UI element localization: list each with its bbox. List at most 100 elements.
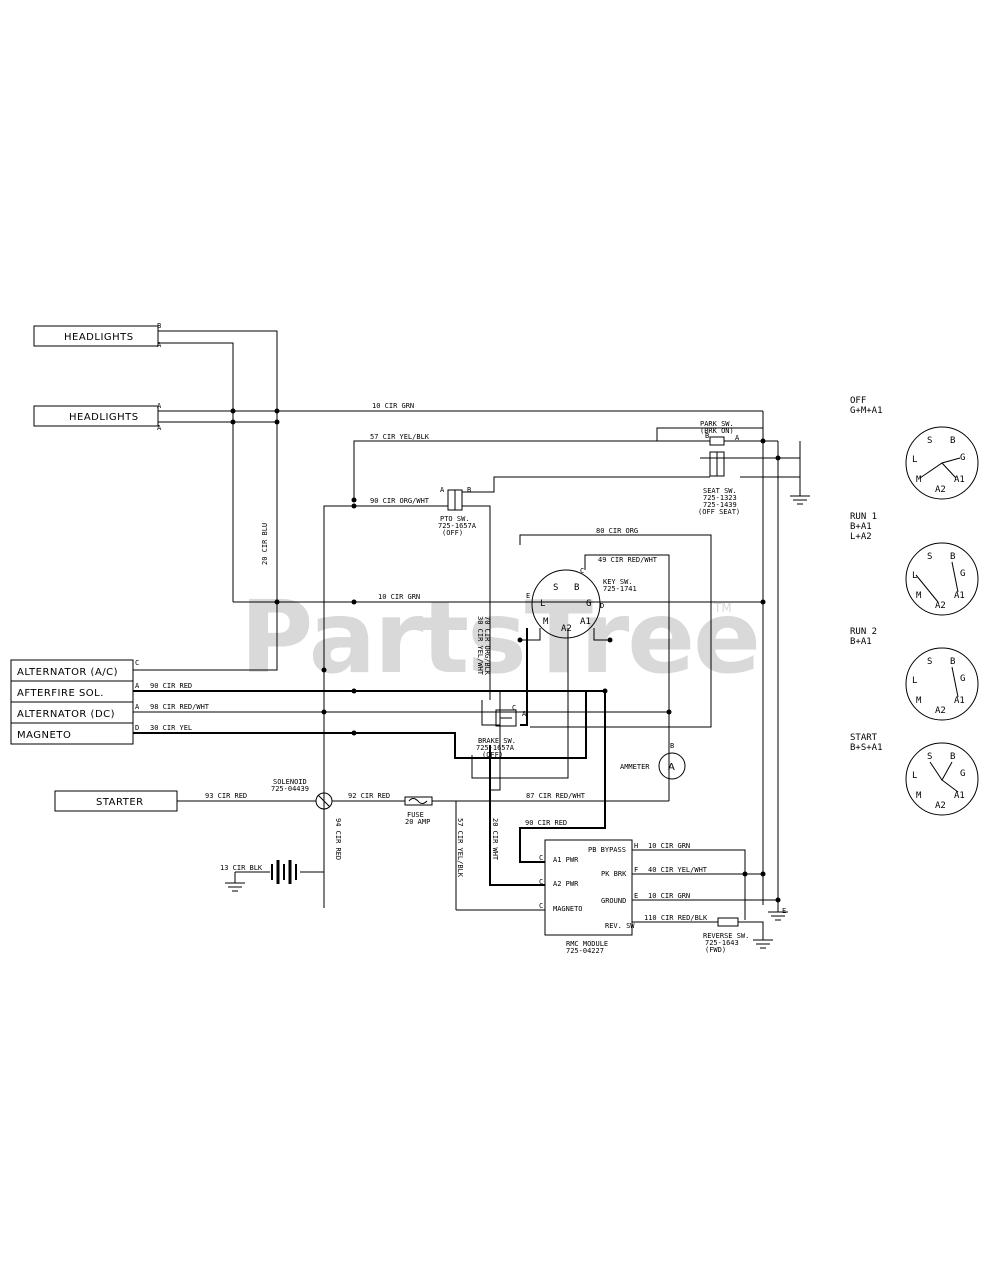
wire-label: 13 CIR BLK xyxy=(220,864,263,872)
headlights-label-2: HEADLIGHTS xyxy=(69,412,139,423)
wire-label: 57 CIR YEL/BLK xyxy=(456,818,464,878)
headlights-box-1: HEADLIGHTS xyxy=(33,325,159,347)
wire-label: 40 CIR YEL/WHT xyxy=(648,866,708,874)
dial-label: A2 xyxy=(935,801,946,811)
key-term-a2: A2 xyxy=(561,624,572,634)
dial-label: A1 xyxy=(954,696,965,706)
dial-label: B xyxy=(950,657,955,667)
fuse-label: FUSE xyxy=(407,811,424,819)
module-pin: A1 PWR xyxy=(553,856,579,864)
module-pin: GROUND xyxy=(601,897,626,905)
wire-label: 49 CIR RED/WHT xyxy=(598,556,658,564)
reverse-switch-label: REVERSE SW. xyxy=(703,932,749,940)
dial-label: G xyxy=(960,674,965,684)
term-letter: A xyxy=(157,424,162,432)
brake-switch: C A BRAKE SW. 725-1657A (OFF) xyxy=(476,704,527,759)
dial-label: M xyxy=(916,696,922,706)
park-switch: PARK SW. (BRK ON) A xyxy=(700,420,740,446)
dial-label: M xyxy=(916,791,922,801)
wire-label: 30 CIR YEL/WHT xyxy=(476,616,484,676)
park-switch-label: PARK SW. xyxy=(700,420,734,428)
key-pos-dial-run2: S B L G M A1 A2 xyxy=(905,647,979,721)
wire-label: 92 CIR RED xyxy=(348,792,390,800)
term-letter: A xyxy=(440,486,445,494)
wire-label: 57 CIR YEL/BLK xyxy=(370,433,430,441)
alternator-ac-label: ALTERNATOR (A/C) xyxy=(17,667,118,678)
term-letter: B xyxy=(467,486,471,494)
key-term-m: M xyxy=(543,617,549,627)
term-letter: C xyxy=(539,878,543,886)
key-switch: S B L G M A1 A2 E C D KEY SW. 725-1741 xyxy=(526,567,637,639)
dial-label: A1 xyxy=(954,591,965,601)
module-pin: A2 PWR xyxy=(553,880,579,888)
wire-label: 10 CIR GRN xyxy=(648,892,690,900)
dial-label: B xyxy=(950,752,955,762)
key-pos-combo: B+S+A1 xyxy=(850,743,883,753)
dial-label: G xyxy=(960,453,965,463)
ammeter-label: AMMETER xyxy=(620,763,650,771)
term-letter: A xyxy=(157,341,162,349)
key-pos-combo: G+M+A1 xyxy=(850,406,883,416)
dial-label: L xyxy=(912,676,917,686)
park-switch-label: (BRK ON) xyxy=(700,427,734,435)
term-letter: B xyxy=(705,432,709,440)
module-pin: PK BRK xyxy=(601,870,627,878)
dial-label: A1 xyxy=(954,791,965,801)
term-letter: C xyxy=(539,902,543,910)
term-letter: A xyxy=(735,434,740,442)
key-pos-dial-run1: S B L G M A1 A2 xyxy=(905,542,979,616)
term-letter: A xyxy=(522,710,527,718)
dial-label: G xyxy=(960,769,965,779)
key-term-s: S xyxy=(553,583,558,593)
dial-label: G xyxy=(960,569,965,579)
term-letter: C xyxy=(539,854,543,862)
dial-label: A1 xyxy=(954,475,965,485)
wire-label: 10 CIR GRN xyxy=(372,402,414,410)
afterfire-sol-label: AFTERFIRE SOL. xyxy=(17,688,104,699)
seat-switch: B SEAT SW. 725-1323 725-1439 (OFF SEAT) xyxy=(698,432,740,516)
key-switch-label: KEY SW. xyxy=(603,578,633,586)
alternator-dc-label: ALTERNATOR (DC) xyxy=(17,709,115,720)
term-letter: C xyxy=(580,567,584,575)
watermark: PartsTree xyxy=(240,579,759,696)
battery-icon xyxy=(271,860,297,884)
reverse-switch-label: 725-1643 xyxy=(705,939,739,947)
dial-label: L xyxy=(912,455,917,465)
dial-label: A2 xyxy=(935,706,946,716)
key-term-b: B xyxy=(574,583,579,593)
ground-icon-seat xyxy=(790,495,810,505)
key-pos-name: RUN 2 xyxy=(850,627,877,637)
pto-switch-label: (OFF) xyxy=(442,529,463,537)
term-letter: A xyxy=(135,703,140,711)
dial-label: S xyxy=(927,552,932,562)
fuse: FUSE 20 AMP xyxy=(404,796,433,826)
key-pos-name: START xyxy=(850,733,878,743)
wire-label: 87 CIR RED/WHT xyxy=(526,792,586,800)
key-pos-name: OFF xyxy=(850,396,866,406)
wire-label: 10 CIR GRN xyxy=(648,842,690,850)
solenoid: SOLENOID 725-04439 xyxy=(271,778,333,810)
wire-labels: 10 CIR GRN 57 CIR YEL/BLK 90 CIR ORG/WHT… xyxy=(150,402,708,922)
key-pos-dial-start: S B L G M A1 A2 xyxy=(905,742,979,816)
dial-label: S xyxy=(927,657,932,667)
key-pos-combo: L+A2 xyxy=(850,532,872,542)
wire-label: 90 CIR RED xyxy=(525,819,567,827)
rmc-module-label: 725-04227 xyxy=(566,947,604,955)
solenoid-label: SOLENOID xyxy=(273,778,307,786)
wire-label: 98 CIR RED/WHT xyxy=(150,703,210,711)
wire-label: 94 CIR RED xyxy=(334,818,342,860)
term-letter: C xyxy=(512,704,516,712)
term-letter: F xyxy=(634,866,638,874)
brake-switch-label: (OFF) xyxy=(482,751,503,759)
key-term-a1: A1 xyxy=(580,617,591,627)
watermark-tm: TM xyxy=(713,601,732,615)
key-pos-combo: B+A1 xyxy=(850,522,872,532)
rmc-module: A1 PWR A2 PWR MAGNETO PB BYPASS PK BRK G… xyxy=(539,839,786,955)
seat-switch-label: 725-1323 xyxy=(703,494,737,502)
key-pos-dial-off: S B L G M A1 A2 xyxy=(905,426,979,500)
module-pin: MAGNETO xyxy=(553,905,583,913)
dial-label: M xyxy=(916,591,922,601)
pto-switch-label: 725-1657A xyxy=(438,522,477,530)
reverse-switch: REVERSE SW. 725-1643 (FWD) xyxy=(703,917,749,954)
fuse-label: 20 AMP xyxy=(405,818,430,826)
